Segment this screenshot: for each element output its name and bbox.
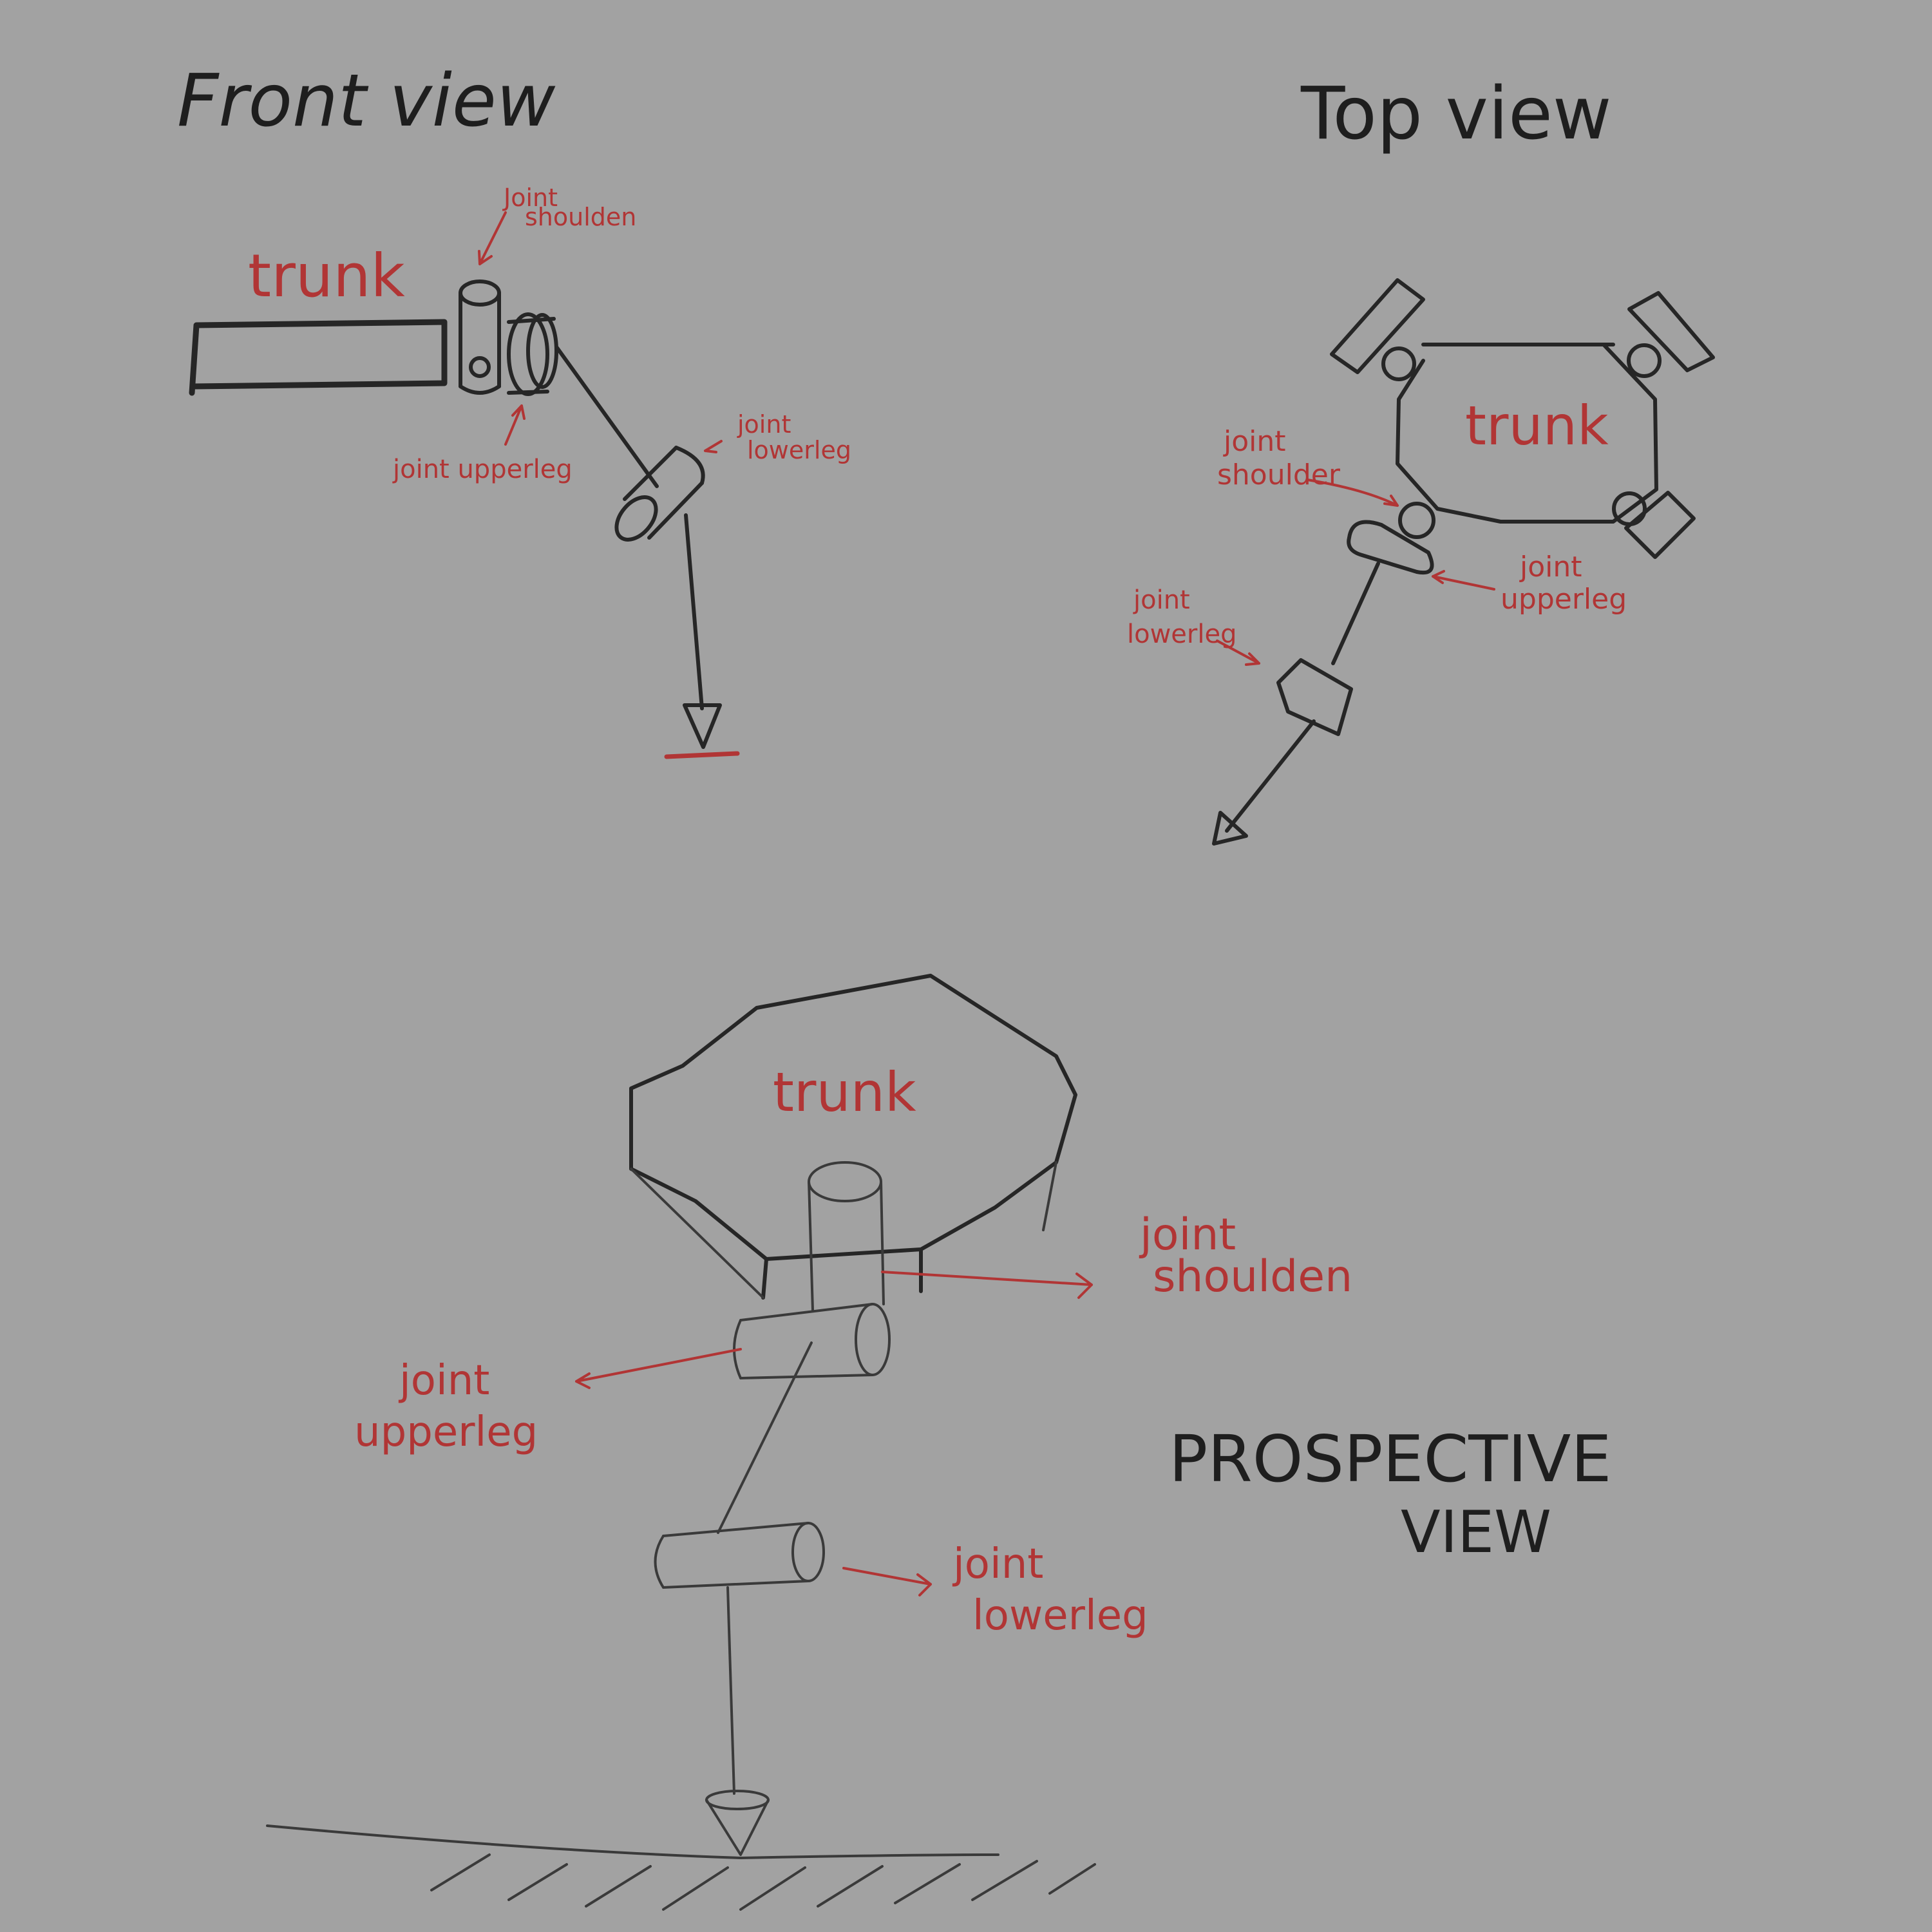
perspective-shoulder-label-2: shoulden bbox=[1153, 1251, 1352, 1302]
front-shoulder-joint bbox=[459, 279, 501, 395]
front-view: Front view trunk Joint shou bbox=[177, 59, 851, 759]
top-shoulder-label-1: joint bbox=[1223, 425, 1286, 458]
top-shoulder-label-2: shoulder bbox=[1217, 459, 1341, 491]
front-shoulder-annotation: Joint shoulden bbox=[478, 184, 636, 265]
perspective-lowerleg-label-1: joint bbox=[952, 1540, 1043, 1588]
perspective-trunk-label: trunk bbox=[773, 1061, 916, 1124]
top-lowerleg-annotation: joint lowerleg bbox=[1127, 585, 1260, 666]
top-leg-back-left bbox=[1330, 278, 1425, 381]
front-shoulder-label-2: shoulden bbox=[525, 203, 636, 231]
top-lowerleg-label-1: joint bbox=[1133, 585, 1190, 615]
top-lowerleg-joint bbox=[1276, 658, 1353, 736]
perspective-shoulder-label-1: joint bbox=[1139, 1209, 1236, 1260]
perspective-shoulder-joint bbox=[808, 1161, 885, 1312]
front-lower-leg bbox=[684, 513, 704, 710]
top-leg-front-right bbox=[1612, 491, 1696, 559]
front-lowerleg-joint bbox=[614, 446, 705, 542]
top-lower-leg bbox=[1225, 719, 1316, 833]
top-trunk-label: trunk bbox=[1465, 394, 1609, 457]
perspective-lowerleg-label-2: lowerleg bbox=[972, 1592, 1148, 1640]
top-shoulder-arrow bbox=[1306, 478, 1399, 507]
top-shoulder-joint bbox=[1398, 502, 1435, 539]
perspective-trunk-body bbox=[629, 974, 1077, 1300]
perspective-upper-leg bbox=[717, 1341, 813, 1534]
top-upper-leg bbox=[1331, 562, 1380, 665]
perspective-title-line-1: PROSPECTIVE bbox=[1169, 1421, 1611, 1497]
perspective-upperleg-joint bbox=[733, 1303, 891, 1379]
top-upperleg-annotation: joint upperleg bbox=[1432, 551, 1627, 616]
top-upperleg-label-2: upperleg bbox=[1501, 583, 1627, 616]
front-lowerleg-annotation: joint lowerleg bbox=[704, 410, 851, 464]
front-upperleg-arrow bbox=[504, 404, 526, 446]
front-view-title: Front view bbox=[177, 59, 556, 143]
perspective-foot-tip bbox=[705, 1790, 770, 1856]
perspective-lowerleg-arrow bbox=[842, 1567, 932, 1596]
perspective-view: PROSPECTIVE VIEW trunk bbox=[266, 974, 1611, 1911]
front-trunk-label: trunk bbox=[248, 242, 406, 310]
perspective-upperleg-arrow bbox=[575, 1348, 742, 1389]
perspective-shoulder-arrow bbox=[881, 1271, 1093, 1299]
perspective-upperleg-label-2: upperleg bbox=[354, 1408, 538, 1456]
front-shoulder-label-1: Joint bbox=[502, 184, 558, 212]
perspective-shoulder-annotation: joint shoulden bbox=[881, 1209, 1352, 1302]
top-leg-back-right bbox=[1627, 291, 1715, 378]
perspective-lower-leg bbox=[726, 1586, 735, 1795]
top-upperleg-joint bbox=[1347, 520, 1434, 575]
front-lowerleg-arrow bbox=[704, 440, 723, 453]
top-foot-tip bbox=[1212, 811, 1248, 846]
top-lowerleg-arrow bbox=[1216, 639, 1260, 666]
top-shoulder-annotation: joint shoulder bbox=[1217, 425, 1399, 507]
top-view: Top view trunk j bbox=[1127, 72, 1715, 846]
front-ground-line bbox=[664, 751, 740, 759]
top-trunk-body bbox=[1396, 343, 1658, 524]
front-upperleg-label: joint upperleg bbox=[392, 455, 573, 484]
perspective-title-line-2: VIEW bbox=[1401, 1499, 1551, 1566]
front-upperleg-joint bbox=[507, 312, 558, 396]
perspective-title: PROSPECTIVE VIEW bbox=[1169, 1421, 1611, 1566]
perspective-upperleg-annotation: joint upperleg bbox=[354, 1348, 742, 1456]
front-shoulder-arrow bbox=[478, 211, 507, 265]
top-upperleg-label-1: joint bbox=[1519, 551, 1582, 583]
perspective-ground bbox=[266, 1824, 1096, 1911]
perspective-lowerleg-annotation: joint lowerleg bbox=[842, 1540, 1148, 1640]
perspective-upperleg-label-1: joint bbox=[398, 1357, 489, 1405]
front-lowerleg-label-2: lowerleg bbox=[747, 436, 851, 464]
front-upper-leg bbox=[555, 346, 659, 488]
top-lowerleg-label-2: lowerleg bbox=[1127, 620, 1236, 649]
perspective-lowerleg-joint bbox=[654, 1522, 825, 1589]
top-upperleg-arrow bbox=[1432, 570, 1495, 591]
front-foot-tip bbox=[683, 703, 722, 749]
front-trunk-body bbox=[189, 319, 448, 396]
front-lowerleg-label-1: joint bbox=[737, 410, 791, 439]
front-upperleg-annotation: joint upperleg bbox=[392, 404, 573, 484]
top-view-title: Top view bbox=[1300, 72, 1612, 156]
